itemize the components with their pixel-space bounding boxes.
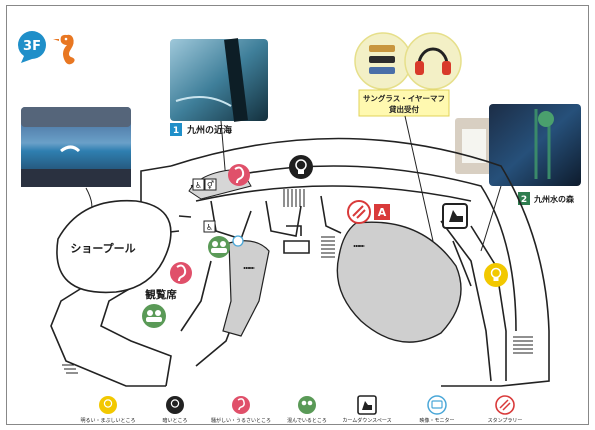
noise-marker	[170, 262, 192, 284]
stamp-rally-marker: A	[347, 200, 390, 224]
legend-item-calm-down: カームダウンスペース	[342, 395, 392, 424]
legend-item-dark: 暗いところ	[162, 396, 188, 424]
restroom-icons: ♿ ⚥ ♿	[192, 178, 217, 233]
show-pool: ショープール	[56, 199, 172, 294]
legend-item-monitor: 映像・モニター	[419, 395, 455, 424]
legend-label-calm-down: カームダウンスペース	[342, 417, 391, 424]
legend-label-monitor: 映像・モニター	[419, 417, 454, 424]
calm-down-marker	[442, 203, 468, 229]
legend-item-bright: 明るい・まぶしいところ	[80, 396, 136, 424]
rental-line-1: サングラス・イヤーマフ	[363, 93, 445, 103]
area-1-photo	[170, 38, 268, 122]
floor-label: 3F	[23, 39, 41, 54]
legend-item-crowd: 混んでいるところ	[287, 396, 327, 424]
noise-marker	[228, 164, 250, 186]
show-pool-label: ショープール	[70, 241, 135, 255]
monitor-marker	[232, 235, 244, 247]
area-2-label: 2 九州水の森	[518, 192, 575, 205]
crowd-marker	[208, 236, 230, 258]
legend-label-stamp-rally: スタンプラリー	[488, 417, 523, 424]
floor-map: 3F 1 九州の近海 2	[18, 31, 581, 424]
legend-label-noise: 騒がしい・うるさいところ	[211, 417, 271, 424]
inner-tank	[222, 240, 270, 337]
viewing-seats-label: 観覧席	[145, 288, 177, 301]
stairs	[62, 189, 533, 374]
seahorse-icon	[53, 34, 75, 65]
area-2-photo	[455, 104, 581, 186]
rental-items-photo	[354, 32, 462, 90]
svg-text:九州の近海: 九州の近海	[186, 124, 232, 136]
legend-item-noise: 騒がしい・うるさいところ	[211, 396, 271, 424]
svg-text:⚥: ⚥	[207, 180, 215, 190]
rental-line-2: 貸出受付	[388, 104, 419, 114]
legend-item-stamp-rally: スタンプラリー	[488, 395, 523, 424]
crowd-marker	[142, 304, 166, 328]
legend-label-crowd: 混んでいるところ	[287, 417, 327, 424]
central-tank	[336, 221, 462, 343]
svg-text:⑉⑉: ⑉⑉	[244, 262, 255, 272]
bright-marker	[484, 263, 508, 287]
svg-text:♿: ♿	[206, 223, 213, 232]
svg-text:♿: ♿	[195, 181, 202, 190]
svg-text:⑉⑉: ⑉⑉	[354, 240, 365, 250]
stamp-marker-label: A	[378, 206, 387, 219]
svg-text:1: 1	[173, 126, 179, 136]
seats-marker: ⑉⑉ ⑉⑉	[244, 240, 365, 272]
area-1-label: 1 九州の近海	[170, 123, 232, 136]
legend: 明るい・まぶしいところ 暗いところ 騒がしい・うるさいところ 混んでいるところ …	[80, 395, 523, 424]
legend-label-dark: 暗いところ	[162, 417, 187, 424]
legend-label-bright: 明るい・まぶしいところ	[80, 418, 135, 424]
speech-bubble-icon	[18, 31, 46, 63]
floor-map-frame: 3F 1 九州の近海 2	[6, 5, 589, 425]
wheelchair-icon	[203, 220, 216, 233]
dark-marker	[289, 155, 313, 179]
svg-text:2: 2	[521, 195, 527, 205]
show-pool-photo	[21, 107, 131, 187]
floor-plan	[50, 137, 550, 387]
floor-badge: 3F	[18, 31, 46, 63]
rental-counter-label: サングラス・イヤーマフ 貸出受付	[358, 89, 450, 117]
svg-text:九州水の森: 九州水の森	[533, 194, 575, 204]
